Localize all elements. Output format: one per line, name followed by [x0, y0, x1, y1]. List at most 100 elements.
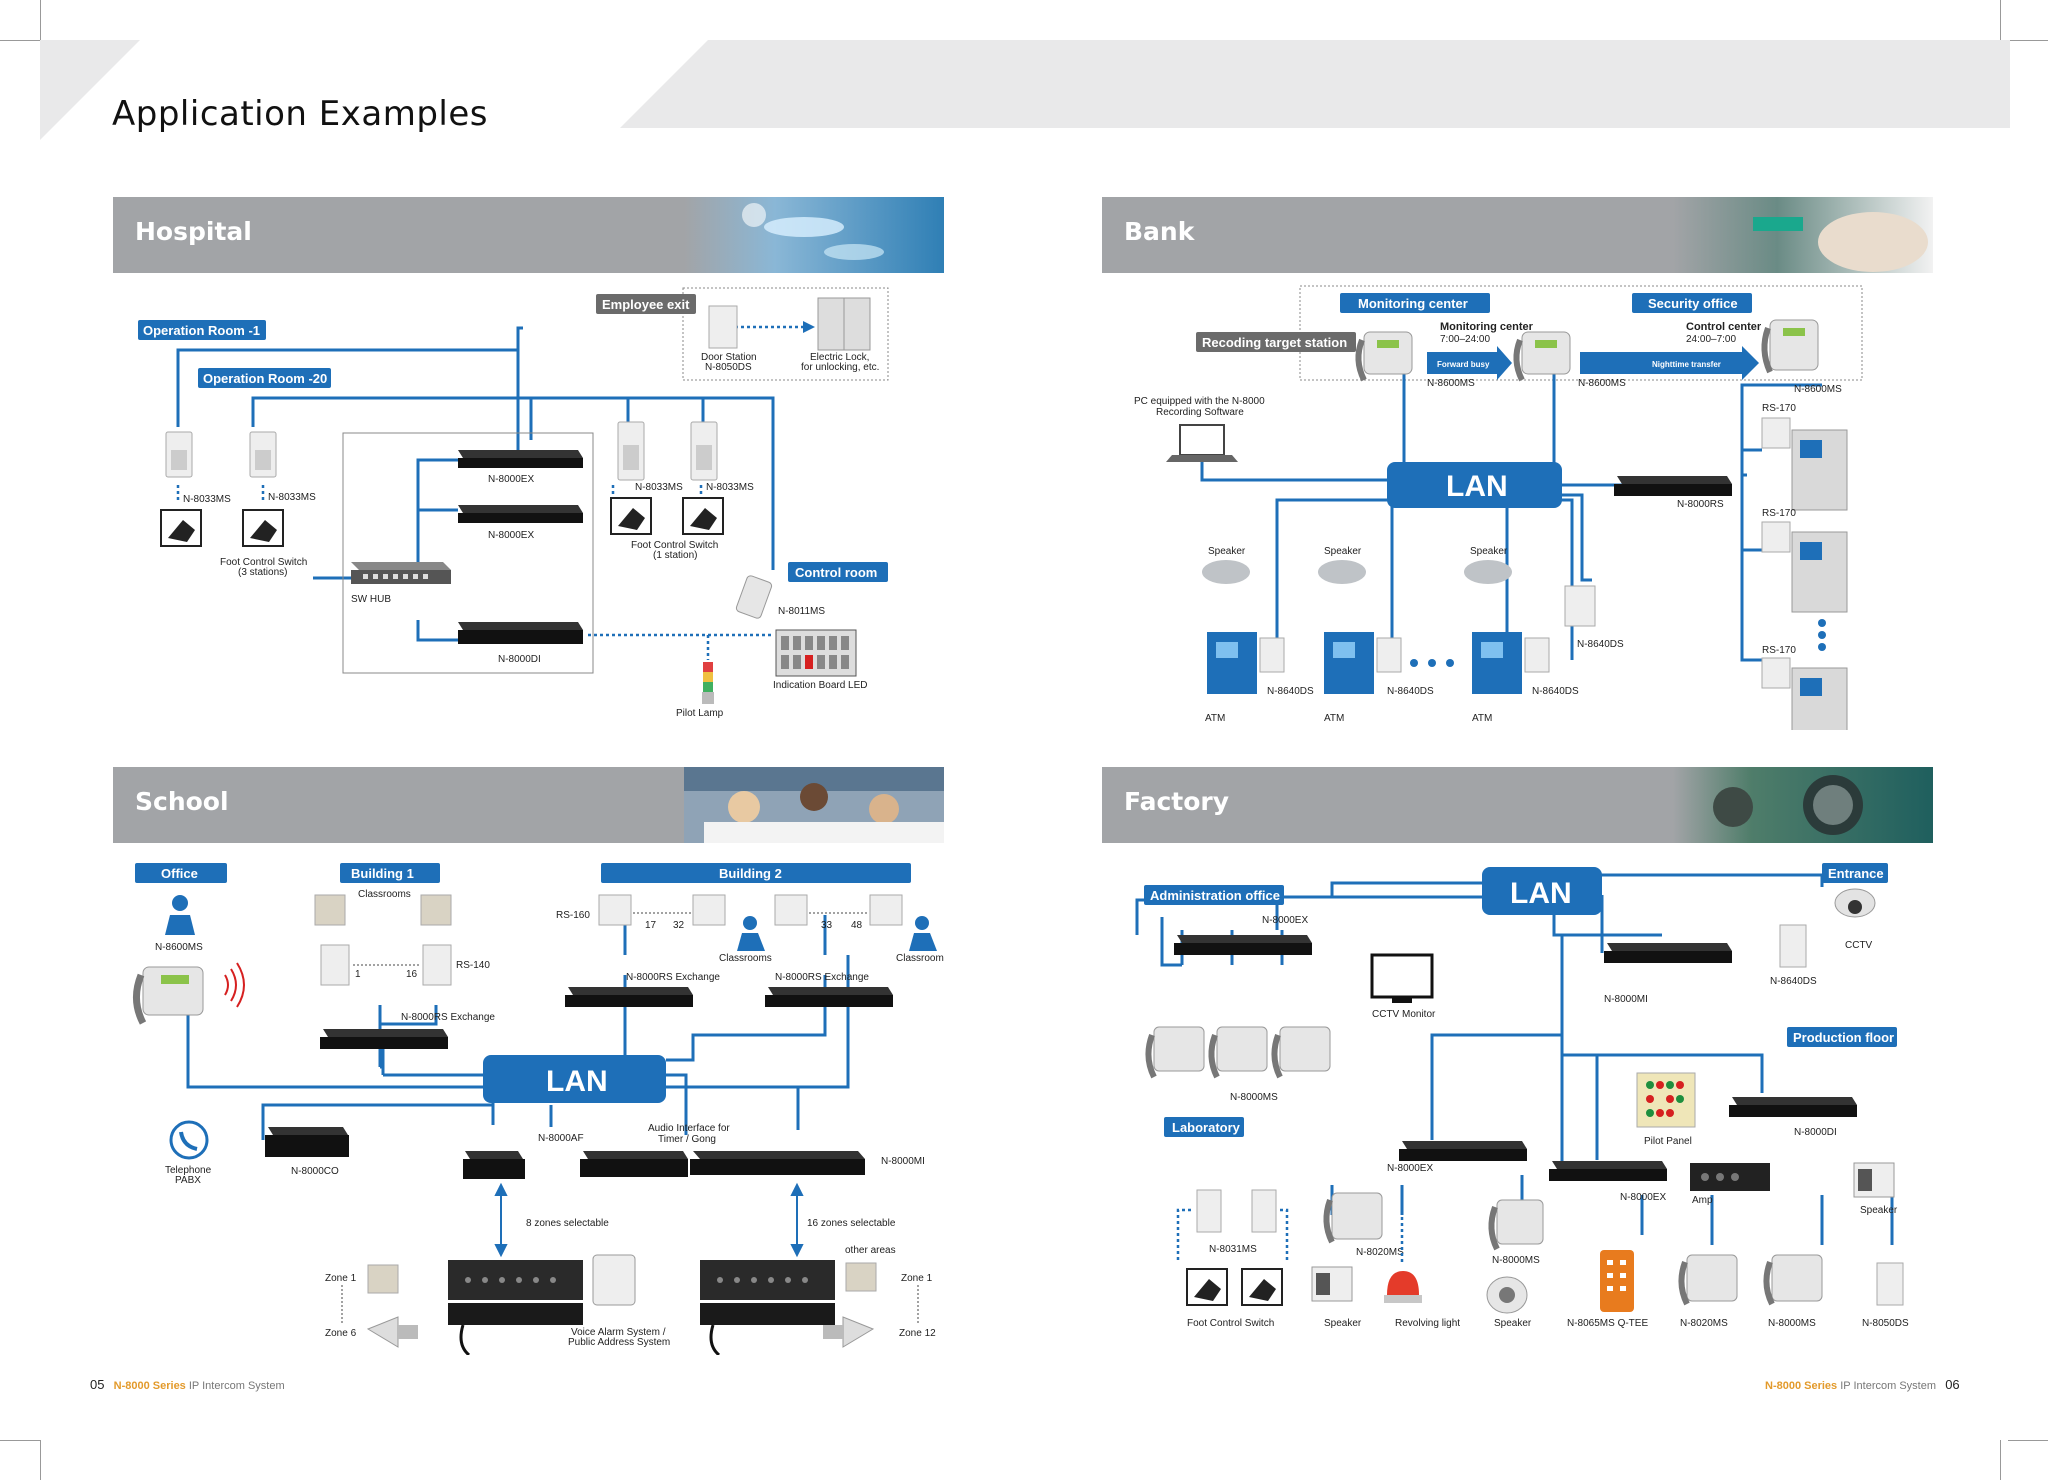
bank-title: Bank	[1124, 217, 1195, 246]
bank-header: Bank	[1102, 197, 1933, 273]
n8000ex-unit	[1174, 935, 1312, 955]
tag-recording-target: Recoding target station	[1202, 335, 1347, 350]
n8000mi-unit	[1604, 943, 1732, 963]
foot-switch-icon	[610, 497, 652, 535]
rs140-station	[320, 944, 350, 986]
n8031ms-station	[1196, 1189, 1222, 1233]
n8000ex-unit	[458, 450, 583, 468]
factory-photo	[1673, 767, 1933, 843]
label-zone-1: Zone 1	[325, 1273, 357, 1284]
n8000mi-unit	[690, 1151, 865, 1175]
label-foot-control-3-sub: (3 stations)	[238, 567, 287, 578]
tag-operation-room-1: Operation Room -1	[143, 323, 260, 338]
label-speaker: Speaker	[1324, 1318, 1362, 1329]
foot-switch-icon	[160, 509, 202, 547]
crop-mark	[0, 40, 40, 41]
hospital-photo	[684, 197, 944, 273]
label-n8000ex: N-8000EX	[488, 474, 534, 485]
label-rs170: RS-170	[1762, 645, 1796, 656]
hospital-header: Hospital	[113, 197, 944, 273]
n8000di-unit	[1729, 1097, 1857, 1117]
n8020ms-phone	[1323, 1192, 1383, 1244]
label-n8640ds: N-8640DS	[1532, 686, 1579, 697]
label-speaker: Speaker	[1860, 1205, 1898, 1216]
label-monitoring-center: Monitoring center	[1440, 321, 1534, 333]
label-n8640ds: N-8640DS	[1577, 639, 1624, 650]
label-n8050ds: N-8050DS	[1862, 1318, 1909, 1329]
tag-control-room: Control room	[795, 565, 877, 580]
label-n8000mi: N-8000MI	[881, 1156, 925, 1167]
n8640ds-station	[1779, 924, 1807, 968]
label-n8000ex: N-8000EX	[1262, 915, 1308, 926]
label-nighttime-transfer: Nighttime transfer	[1652, 360, 1721, 369]
label-pabx: PABX	[175, 1175, 201, 1186]
label-foot-control-switch: Foot Control Switch	[1187, 1318, 1274, 1329]
person-icon	[165, 895, 195, 935]
label-atm: ATM	[1205, 713, 1225, 724]
microphone-handset	[459, 1254, 636, 1355]
label-n8000di: N-8000DI	[1794, 1127, 1837, 1138]
label-other-areas: other areas	[845, 1245, 896, 1256]
label-electric-lock-sub: for unlocking, etc.	[801, 362, 879, 373]
speaker-icon	[1202, 560, 1250, 584]
amp-unit	[1690, 1163, 1770, 1191]
atm-icon	[1791, 531, 1848, 613]
tag-building-1: Building 1	[351, 866, 414, 881]
footer-left: 05 N-8000 Series IP Intercom System	[90, 1377, 285, 1392]
tag-operation-room-20: Operation Room -20	[203, 371, 327, 386]
n8640ds-station	[1564, 585, 1596, 627]
bank-diagram: LAN Monitoring center Security office Re…	[1134, 285, 1863, 730]
n8640ds-station	[1376, 637, 1402, 673]
label-classrooms: Classrooms	[719, 953, 772, 964]
label-n8033ms: N-8033MS	[706, 482, 754, 493]
n8033ms-station	[249, 431, 277, 478]
foot-switch-icon	[1241, 1268, 1283, 1306]
label-n8050ds: N-8050DS	[705, 362, 752, 373]
telephone-icon	[169, 1120, 209, 1160]
label-pc-sub: Recording Software	[1156, 407, 1244, 418]
pilot-panel	[1636, 1072, 1696, 1128]
classroom-speaker	[314, 894, 346, 926]
n8031ms-station	[1251, 1189, 1277, 1233]
banner-left-shape	[40, 40, 140, 140]
tag-building-2: Building 2	[719, 866, 782, 881]
page-title: Application Examples	[112, 94, 488, 134]
label-n8000rs-exchange: N-8000RS Exchange	[626, 972, 720, 983]
speaker-icon	[1464, 560, 1512, 584]
label-rs170: RS-170	[1762, 403, 1796, 414]
label-n8000mi: N-8000MI	[1604, 994, 1648, 1005]
n8000ms-phone	[1271, 1026, 1331, 1079]
audio-interface-unit	[580, 1151, 688, 1177]
ringing-icon	[224, 962, 245, 1008]
crop-mark	[2000, 1440, 2001, 1480]
door-station	[708, 305, 738, 349]
label-station-1: 1	[355, 969, 361, 980]
n8000ms-phone	[1488, 1199, 1544, 1251]
tag-administration-office: Administration office	[1150, 888, 1280, 903]
rs170-station	[1761, 657, 1791, 689]
cctv-camera-icon	[1834, 888, 1876, 918]
footer-suffix: IP Intercom System	[188, 1380, 285, 1392]
banner-right-shape	[620, 40, 2010, 128]
label-n8640ds: N-8640DS	[1387, 686, 1434, 697]
person-icon	[737, 916, 765, 951]
horn-speaker-icon	[366, 1316, 418, 1348]
label-pilot-lamp: Pilot Lamp	[676, 708, 724, 719]
bank-photo	[1673, 197, 1933, 273]
crop-mark	[2008, 40, 2048, 41]
classroom-speaker	[420, 894, 452, 926]
school-title: School	[135, 787, 229, 816]
crop-mark	[0, 1440, 40, 1441]
rs160-station	[692, 894, 726, 926]
label-speaker: Speaker	[1324, 546, 1362, 557]
n8000rs-exchange-unit	[765, 987, 893, 1007]
label-n8000rs-exchange: N-8000RS Exchange	[401, 1012, 495, 1023]
page-number-left: 05	[90, 1377, 105, 1392]
footer-brand: N-8000 Series	[113, 1380, 186, 1392]
lan-label: LAN	[1446, 470, 1508, 503]
tag-security-office: Security office	[1648, 296, 1738, 311]
school-photo	[684, 767, 944, 843]
label-n8000co: N-8000CO	[291, 1166, 339, 1177]
label-foot-control-3: Foot Control Switch	[220, 557, 307, 568]
n8000ms-phone	[1208, 1026, 1268, 1079]
